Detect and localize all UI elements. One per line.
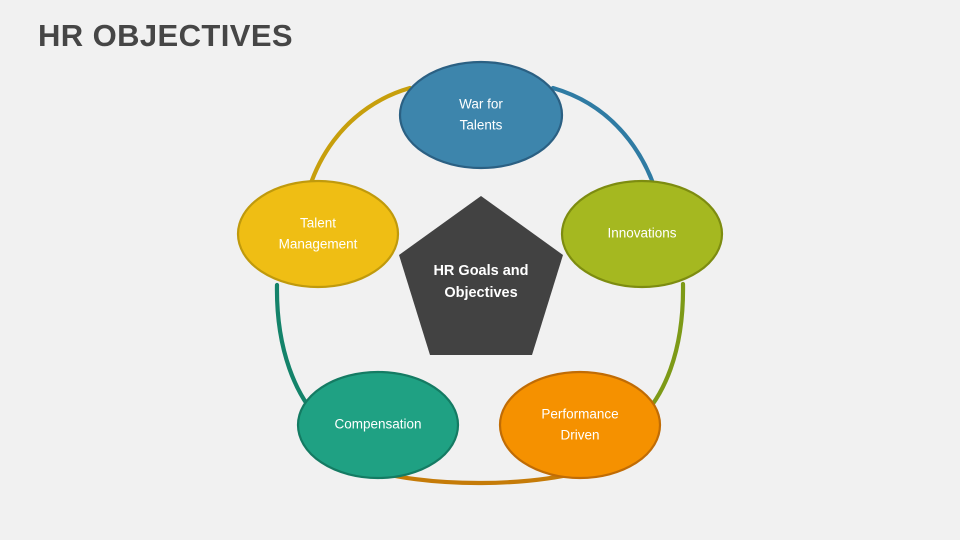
- node-performance-driven-label-line1: Performance: [541, 407, 618, 422]
- node-innovations[interactable]: Innovations: [560, 179, 724, 289]
- node-talent-management-label-line1: Talent: [300, 216, 336, 231]
- node-performance-driven[interactable]: Performance Driven: [498, 370, 662, 480]
- center-pentagon-node[interactable]: HR Goals and Objectives: [399, 196, 563, 355]
- node-performance-driven-ellipse: [498, 370, 662, 480]
- node-compensation-ellipse: [296, 370, 460, 480]
- node-war-for-talents-label-line1: War for: [459, 97, 503, 112]
- node-innovations-label-line1: Innovations: [607, 226, 676, 241]
- node-performance-driven-label-line2: Driven: [560, 428, 599, 443]
- node-war-for-talents-ellipse: [398, 60, 564, 170]
- node-talent-management-label-line2: Management: [279, 237, 358, 252]
- page-title: HR OBJECTIVES: [38, 18, 293, 53]
- node-talent-management-ellipse: [236, 179, 400, 289]
- node-talent-management[interactable]: Talent Management: [236, 179, 400, 289]
- center-label-line1: HR Goals and: [433, 263, 528, 279]
- node-compensation[interactable]: Compensation: [296, 370, 460, 480]
- node-war-for-talents[interactable]: War for Talents: [398, 60, 564, 170]
- pentagon-shape: [399, 196, 563, 355]
- node-compensation-label-line1: Compensation: [334, 417, 421, 432]
- node-innovations-ellipse: [560, 179, 724, 289]
- node-war-for-talents-label-line2: Talents: [460, 118, 503, 133]
- center-label-line2: Objectives: [444, 285, 517, 301]
